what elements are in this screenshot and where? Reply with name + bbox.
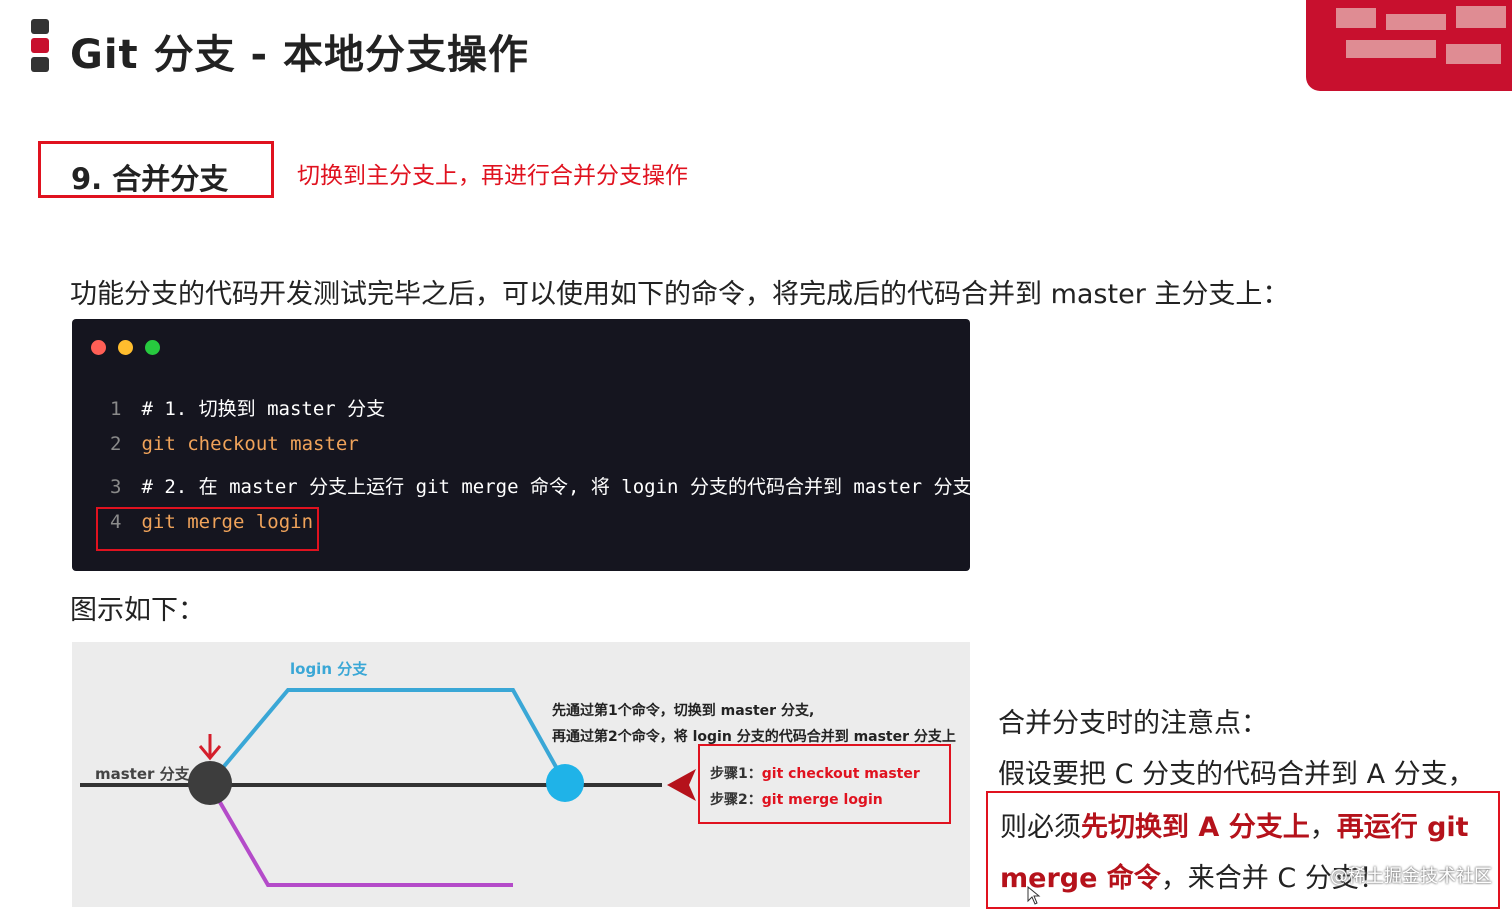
steps-box: 步骤1：git checkout master 步骤2：git merge lo… — [698, 744, 951, 824]
section-title: 9. 合并分支 — [71, 162, 229, 196]
notes-box-line-2: merge 命令，来合并 C 分支！ — [1000, 856, 1386, 895]
window-maximize-dot — [145, 340, 160, 355]
code-highlight-box — [96, 507, 319, 551]
code-block: 1 # 1. 切换到 master 分支 2 git checkout mast… — [72, 319, 971, 571]
notes-box-line-1: 则必须先切换到 A 分支上，再运行 git — [1000, 805, 1469, 844]
code-line: 4 git merge login — [110, 511, 313, 533]
line-number: 2 — [110, 433, 122, 455]
notes-text: ， — [1309, 812, 1337, 843]
line-number: 1 — [110, 398, 122, 420]
master-commit-node — [188, 761, 232, 805]
step-2: 步骤2：git merge login — [710, 789, 883, 809]
watermark: @稀土掘金技术社区 — [1330, 866, 1492, 887]
login-branch-label: login 分支 — [290, 660, 368, 678]
section-heading-box: 9. 合并分支 — [38, 141, 274, 198]
blurred-badge — [1306, 0, 1512, 91]
step-command: git checkout master — [761, 766, 920, 782]
code-command: git merge login — [141, 511, 314, 533]
code-comment: # 2. 在 master 分支上运行 git merge 命令, 将 logi… — [141, 476, 972, 498]
line-number: 4 — [110, 511, 122, 533]
step-label: 步骤1： — [710, 766, 762, 782]
section-note: 切换到主分支上，再进行合并分支操作 — [297, 163, 688, 189]
code-line: 1 # 1. 切换到 master 分支 — [110, 394, 385, 421]
code-command: git checkout master — [141, 433, 359, 455]
intro-text: 功能分支的代码开发测试完毕之后，可以使用如下的命令，将完成后的代码合并到 mas… — [70, 279, 1290, 310]
mouse-cursor-icon — [1027, 886, 1041, 905]
brand-logo — [31, 19, 49, 76]
branch-diagram-svg — [80, 688, 696, 887]
code-line: 3 # 2. 在 master 分支上运行 git merge 命令, 将 lo… — [110, 472, 971, 499]
step-1: 步骤1：git checkout master — [710, 763, 920, 783]
window-minimize-dot — [118, 340, 133, 355]
branch-diagram: login 分支 master 分支 先通过第1个命令，切换到 master 分… — [72, 642, 970, 907]
step-command: git merge login — [761, 792, 883, 808]
diagram-note-1: 先通过第1个命令，切换到 master 分支, — [552, 703, 815, 719]
notes-emphasis: merge 命令 — [1000, 863, 1161, 894]
notes-text: 则必须 — [1000, 812, 1081, 843]
step-label: 步骤2： — [710, 792, 762, 808]
page-title: Git 分支 - 本地分支操作 — [70, 32, 530, 78]
notes-text: ，来合并 C 分支！ — [1160, 863, 1386, 894]
code-line: 2 git checkout master — [110, 433, 359, 455]
notes-highlight-box: 则必须先切换到 A 分支上，再运行 git merge 命令，来合并 C 分支！ — [986, 791, 1500, 909]
notes-title: 合并分支时的注意点： — [998, 708, 1268, 739]
line-number: 3 — [110, 476, 122, 498]
login-branch-line — [208, 688, 567, 785]
other-branch-line — [208, 783, 513, 887]
diagram-caption: 图示如下： — [70, 595, 205, 626]
pointer-arrow-icon — [667, 769, 696, 801]
merge-commit-node — [546, 764, 584, 802]
diagram-note-2: 再通过第2个命令，将 login 分支的代码合并到 master 分支上 — [552, 729, 956, 745]
master-branch-label: master 分支 — [95, 765, 190, 783]
window-close-dot — [91, 340, 106, 355]
code-comment: # 1. 切换到 master 分支 — [141, 398, 386, 420]
notes-line: 假设要把 C 分支的代码合并到 A 分支， — [998, 759, 1475, 790]
notes-emphasis: 先切换到 A 分支上 — [1081, 812, 1310, 843]
notes-emphasis: 再运行 git — [1336, 812, 1469, 843]
